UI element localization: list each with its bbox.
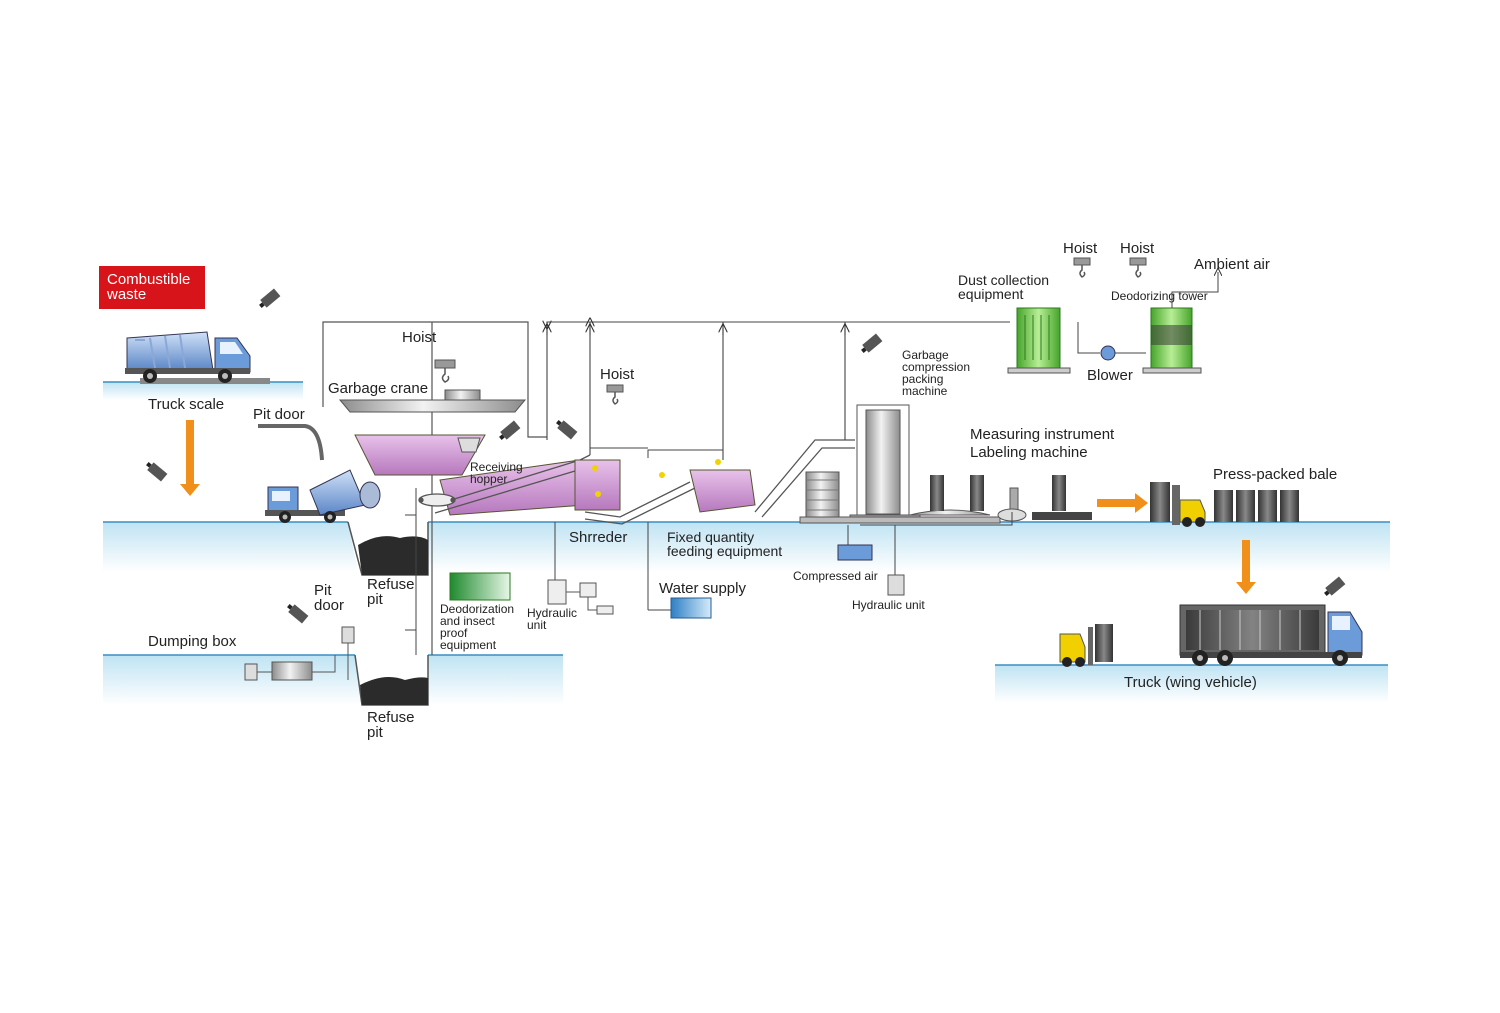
pit-door-bottom-label: Pit door <box>314 582 345 614</box>
hydraulic-unit-right-label: Hydraulic unit <box>852 598 925 612</box>
forklift-icon <box>1059 624 1113 667</box>
camera-icon <box>499 420 521 440</box>
blower-icon <box>1077 322 1146 361</box>
camera-icon <box>146 462 168 482</box>
water-supply-label: Water supply <box>659 580 746 597</box>
hydraulic-unit-left-shape <box>547 579 567 605</box>
arrow-down-2 <box>1236 540 1256 594</box>
combustible-waste-line1: Combustible <box>107 271 191 288</box>
hydraulic-unit-left-label: Hydraulic unit <box>527 606 578 632</box>
main-floor-right <box>428 522 1390 572</box>
deodorizing-tower-shape <box>1142 272 1218 374</box>
hoist-1-label: Hoist <box>1063 240 1098 257</box>
dust-collection-label: Dust collection equipment <box>958 272 1050 302</box>
hoist-crane-label: Hoist <box>402 329 437 346</box>
camera-icon <box>1324 576 1346 596</box>
ground-bands <box>103 381 1390 705</box>
duct-lines <box>547 322 1010 460</box>
hoist-hook-icon <box>606 384 624 405</box>
flow-arrows <box>180 420 1256 594</box>
deodorizing-tower-label: Deodorizing tower <box>1111 289 1208 303</box>
conveyor-incline <box>754 439 855 518</box>
combustible-waste-line2: waste <box>107 286 147 303</box>
truck-wing-floor <box>995 665 1388 703</box>
camera-icon <box>287 604 309 624</box>
conveyor-lower <box>584 481 696 525</box>
hoist-shredder-label: Hoist <box>600 366 635 383</box>
pit-door-upper-shape <box>258 424 324 461</box>
refuse-pit-lower <box>354 654 429 706</box>
compression-packing-label: Garbage compression packing machine <box>902 348 971 398</box>
compression-packing-machine-shape <box>799 404 1001 524</box>
shredder-label: Shrreder <box>569 529 628 546</box>
measuring-label: Measuring instrument Labeling machine <box>970 426 1115 461</box>
hoist-2-label: Hoist <box>1120 240 1155 257</box>
main-floor-left <box>103 522 358 572</box>
dumping-box-label: Dumping box <box>148 633 237 650</box>
dust-collection-shape <box>1007 307 1071 374</box>
refuse-pit-top-label: Refuse pit <box>367 576 415 608</box>
deodorization-label: Deodorization and insect proof equipment <box>440 602 515 652</box>
dump-truck-icon <box>265 469 381 523</box>
pit-door-top-label: Pit door <box>253 406 305 423</box>
fixed-quantity-feeder-shape <box>659 459 756 513</box>
garbage-crane-label: Garbage crane <box>328 380 429 397</box>
bale-icon <box>1214 490 1299 522</box>
compressed-air-shape <box>837 544 873 561</box>
camera-icon <box>556 420 578 440</box>
receiving-hopper-label: Receiving hopper <box>470 460 523 486</box>
wing-truck-icon <box>1179 604 1363 666</box>
garbage-crane-shape <box>338 389 527 413</box>
blower-label: Blower <box>1087 367 1133 384</box>
ambient-air-label: Ambient air <box>1194 256 1270 273</box>
shredder-shape <box>574 459 621 511</box>
hydraulic-unit-right-shape <box>887 574 905 596</box>
arrow-down-1 <box>180 420 200 496</box>
hoist-hook-icon <box>1073 257 1091 278</box>
dumping-box-shape <box>244 626 355 681</box>
water-supply-tank <box>670 597 712 619</box>
camera-icon <box>259 288 281 308</box>
truck-scale-floor <box>103 382 303 400</box>
fixed-quantity-label: Fixed quantity feeding equipment <box>667 529 783 559</box>
combustible-waste-badge: Combustible waste <box>99 266 205 309</box>
forklift-icon <box>1150 482 1206 527</box>
crane-structure <box>322 321 547 655</box>
utility-lines <box>405 447 1013 655</box>
deodorization-unit-shape <box>449 572 511 601</box>
refuse-pit-upper <box>347 521 429 576</box>
truck-scale-label: Truck scale <box>148 396 225 413</box>
lower-floor-left <box>103 655 362 705</box>
truck-icon <box>125 331 270 384</box>
press-packed-bale-label: Press-packed bale <box>1213 466 1338 483</box>
camera-icon <box>861 333 883 353</box>
hoist-hook-icon <box>434 359 456 383</box>
truck-wing-label: Truck (wing vehicle) <box>1124 674 1257 691</box>
hoist-hook-icon <box>1129 257 1147 278</box>
lower-floor-right <box>428 655 563 705</box>
refuse-pit-bottom-label: Refuse pit <box>367 709 415 741</box>
arrow-right <box>1097 493 1148 513</box>
compressed-air-label: Compressed air <box>793 569 878 583</box>
